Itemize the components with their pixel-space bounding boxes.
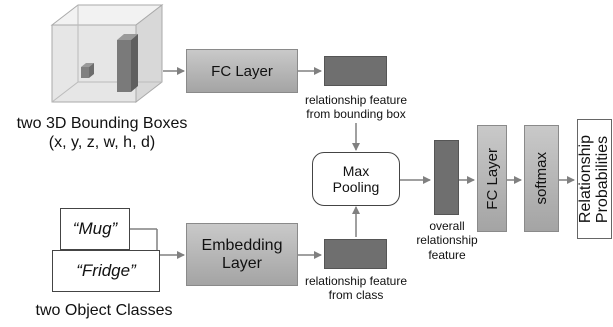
softmax-label: softmax — [533, 152, 550, 205]
max-pooling-line2: Pooling — [332, 179, 380, 195]
class-feature-label-line2: from class — [328, 288, 384, 303]
embedding-line1: Embedding — [201, 236, 283, 254]
fc-layer-right: FC Layer — [477, 125, 507, 232]
fc-layer-right-label: FC Layer — [483, 147, 501, 210]
class-feature-block — [324, 239, 387, 269]
output-line2: Probabilities — [593, 135, 611, 223]
overall-feature-label: overall relationship feature — [405, 219, 489, 262]
embedding-line2: Layer — [221, 254, 262, 272]
overall-feature-block — [434, 140, 459, 215]
overall-label-line1: overall — [429, 219, 465, 233]
bbox-caption-line2: (x, y, z, w, h, d) — [48, 134, 156, 152]
max-pooling-line1: Max — [342, 163, 370, 179]
output-line1: Relationship — [576, 134, 594, 224]
max-pooling-box: Max Pooling — [312, 152, 400, 206]
classes-caption: two Object Classes — [35, 302, 173, 319]
bbox-caption: two 3D Bounding Boxes (x, y, z, w, h, d) — [2, 114, 202, 152]
class-fridge-label: “Fridge” — [76, 261, 136, 280]
bounding-box-cube-icon — [50, 3, 164, 104]
fc-layer-top: FC Layer — [186, 49, 298, 93]
large-box-icon — [117, 34, 138, 92]
class-feature-label-line1: relationship feature — [304, 274, 408, 288]
class-feature-label: relationship feature from class — [296, 274, 416, 303]
softmax-layer: softmax — [524, 125, 559, 232]
bbox-feature-label: relationship feature from bounding box — [296, 93, 416, 122]
relationship-probabilities-box: Relationship Probabilities — [577, 119, 612, 239]
bbox-feature-block — [324, 56, 387, 86]
class-mug-label: “Mug” — [72, 219, 118, 238]
bbox-caption-line1: two 3D Bounding Boxes — [16, 115, 188, 132]
bbox-feature-label-line2: from bounding box — [306, 107, 406, 122]
embedding-layer: Embedding Layer — [186, 223, 298, 286]
class-mug-box: “Mug” — [60, 208, 130, 250]
overall-label-line3: feature — [428, 247, 466, 262]
class-fridge-box: “Fridge” — [52, 250, 160, 292]
bbox-feature-label-line1: relationship feature — [304, 93, 408, 107]
small-box-icon — [81, 63, 94, 78]
overall-label-line2: relationship — [416, 233, 478, 248]
